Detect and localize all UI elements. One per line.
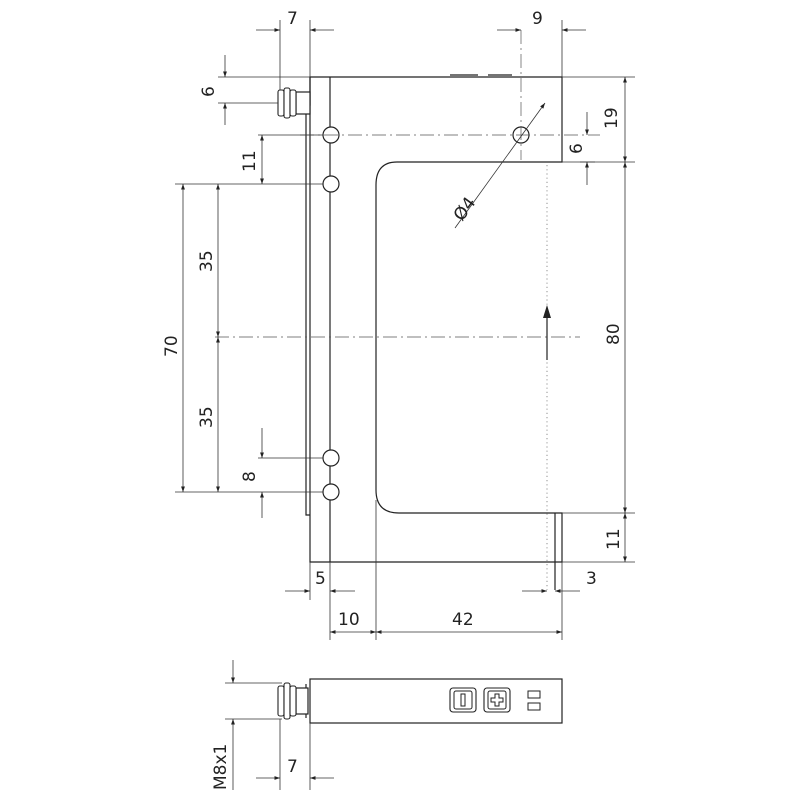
- dim-hole-spacing-bottom: 8: [240, 471, 260, 482]
- dim-slot-offset: 9: [532, 9, 543, 29]
- dim-half-span-upper: 35: [197, 250, 217, 272]
- dim-rail-width: 10: [338, 610, 360, 630]
- hole-diameter-label: Ø4: [450, 194, 480, 225]
- dim-connector-length: 7: [287, 9, 298, 29]
- dim-total-span: 70: [162, 335, 182, 357]
- dim-hole-spacing-top: 11: [240, 150, 260, 172]
- dim-slot-depth: 80: [604, 323, 624, 345]
- mounting-hole-lower: [322, 449, 340, 467]
- dim-connector-offset: 6: [199, 86, 219, 97]
- connector-side: [277, 682, 309, 720]
- minus-button-icon: [449, 687, 477, 713]
- front-view: Ø4 7 9 6 19 6 11 35: [162, 9, 635, 640]
- dim-top-height: 19: [602, 107, 622, 129]
- side-housing: [309, 678, 563, 724]
- connector-front: [277, 87, 311, 119]
- plus-button-icon: [483, 687, 511, 713]
- dim-side-connector-length: 7: [287, 757, 298, 777]
- led-indicator-icon: [527, 690, 541, 711]
- mounting-hole-bottom: [322, 483, 340, 501]
- beam-arrow-head: [543, 305, 551, 318]
- dim-thread: M8x1: [211, 744, 231, 790]
- side-view: M8x1 7: [211, 660, 563, 790]
- dim-bottom-height: 11: [604, 528, 624, 550]
- dim-half-span-lower: 35: [197, 406, 217, 428]
- housing-outline: [309, 76, 563, 563]
- dim-rail-offset: 5: [315, 569, 326, 589]
- dim-right-margin: 3: [586, 569, 597, 589]
- dim-slot-width: 42: [452, 610, 474, 630]
- dim-hole-offset-right: 6: [567, 143, 587, 154]
- mounting-hole-upper: [322, 175, 340, 193]
- diameter-leader: [454, 102, 546, 229]
